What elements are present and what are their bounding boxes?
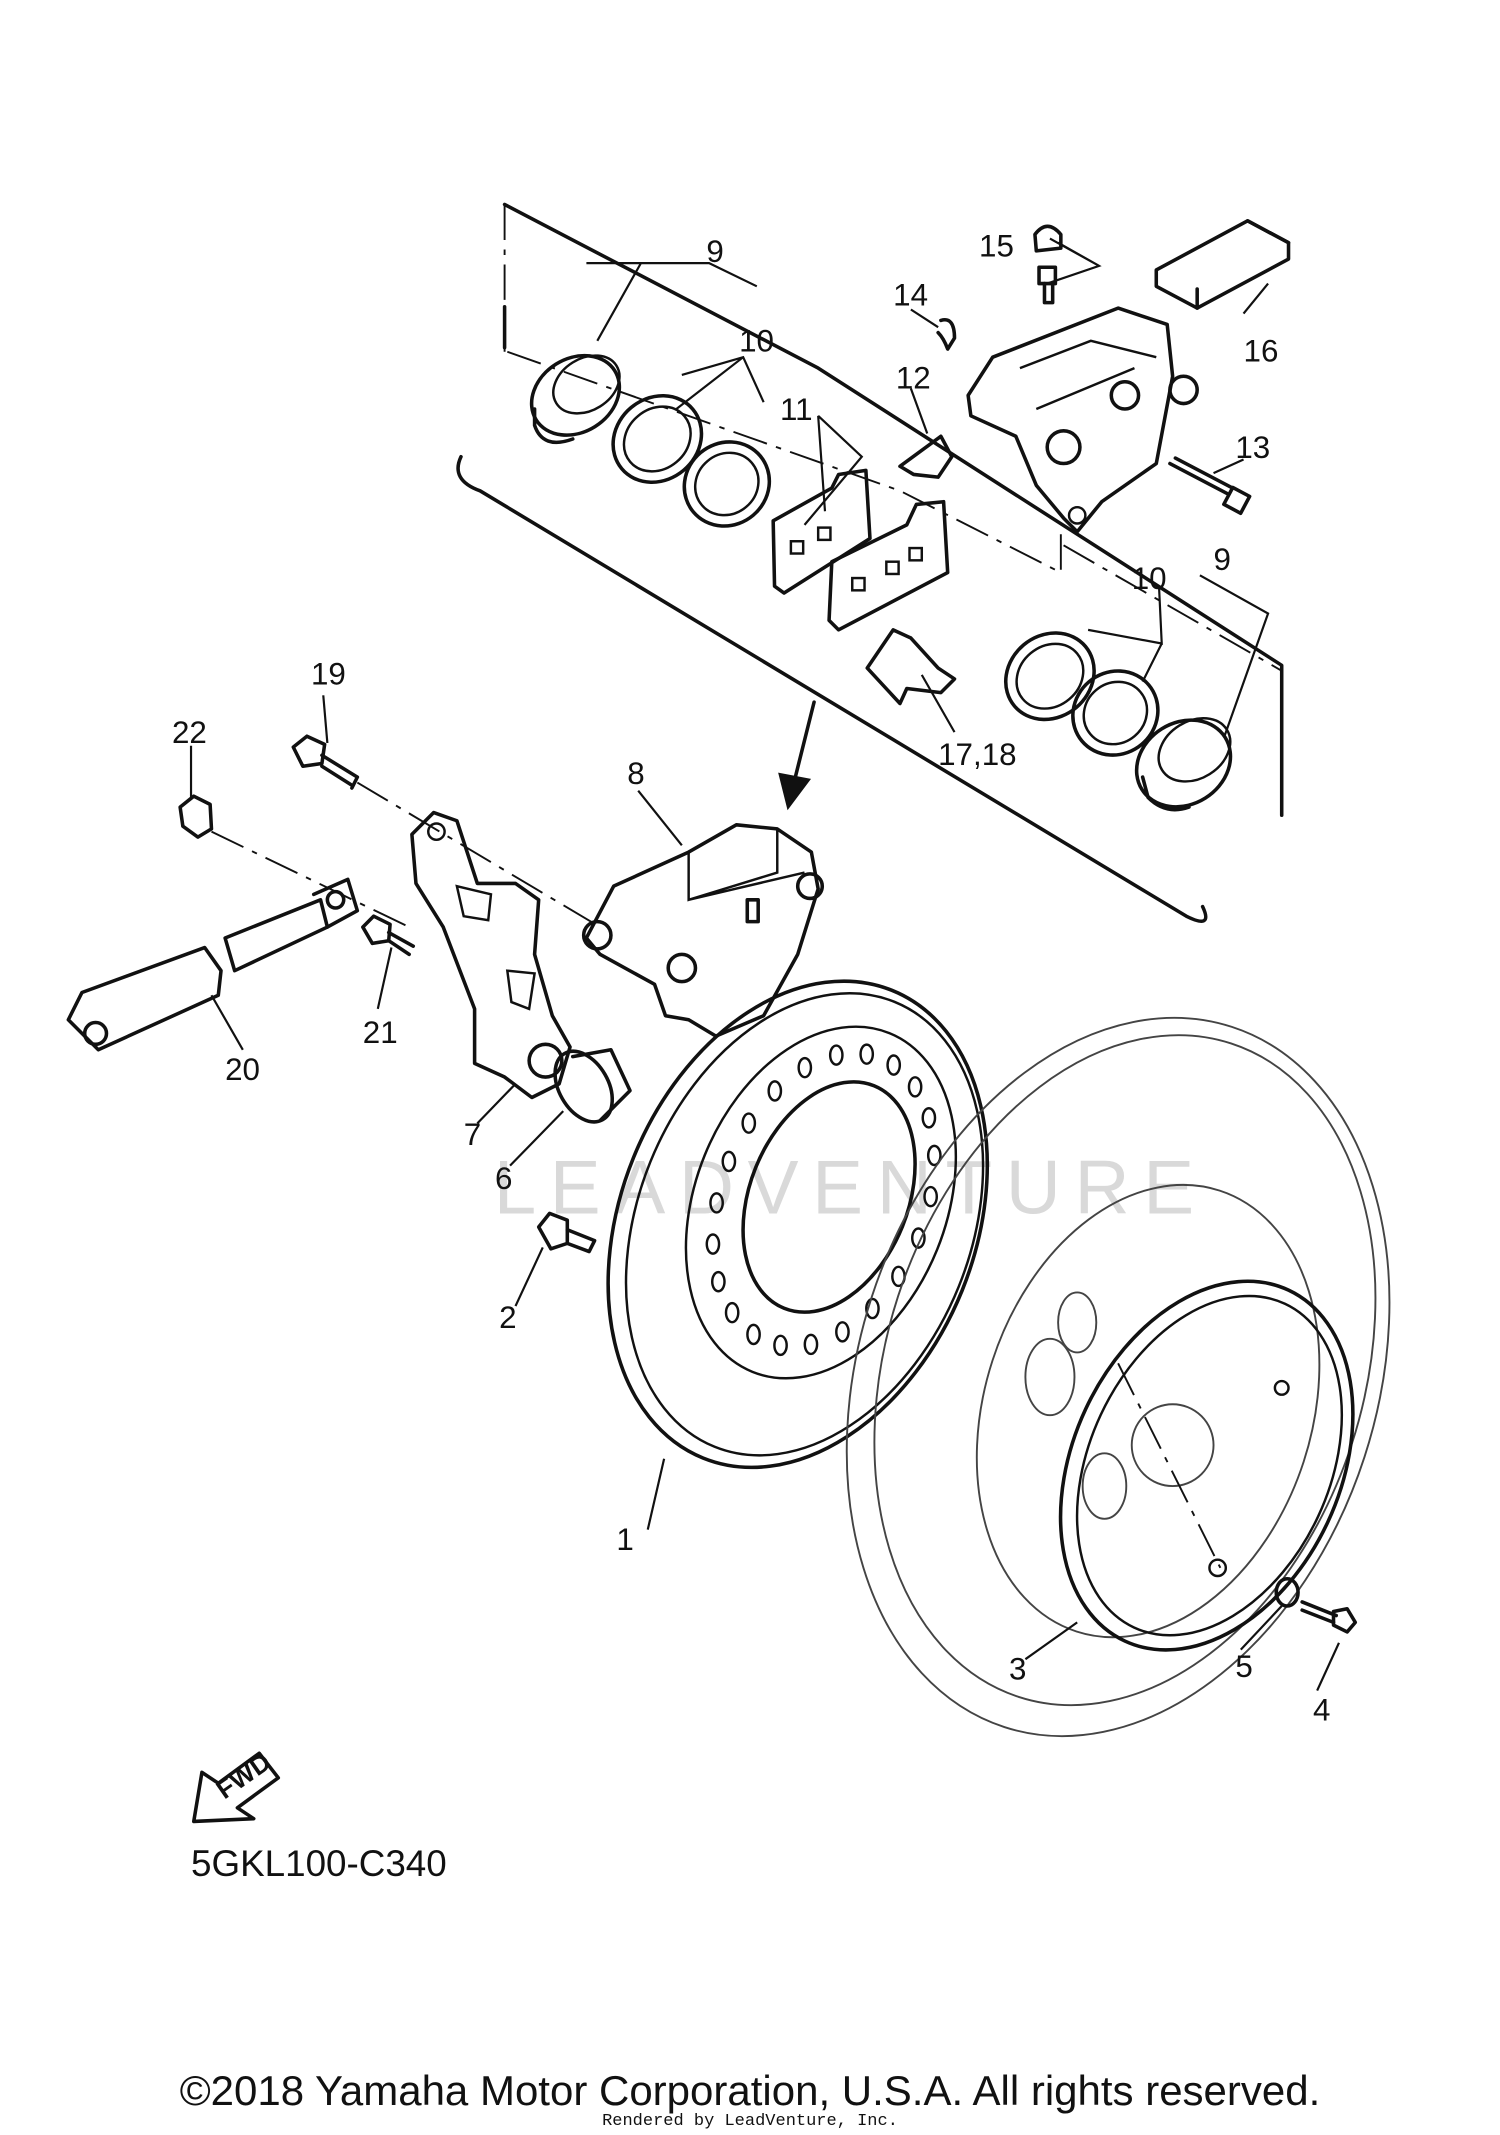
seal-upper-a: [611, 393, 704, 485]
disc-vent-hole: [767, 1080, 783, 1102]
disc-vent-hole: [803, 1333, 819, 1356]
disc-vent-hole: [859, 1043, 875, 1065]
piston-lower: [1134, 717, 1233, 812]
diagram-code: 5GKL100-C340: [191, 1843, 447, 1884]
callout-14: 14: [893, 277, 928, 312]
callout-10-upper: 10: [739, 324, 774, 359]
disc-vent-hole: [865, 1297, 880, 1320]
disc-vent-hole: [705, 1233, 721, 1255]
caliper-cover: [1154, 219, 1291, 310]
seal-upper-b: [682, 440, 772, 528]
ring-screw: [1300, 1600, 1358, 1634]
disc-vent-hole: [886, 1054, 902, 1076]
disc-vent-hole: [746, 1323, 761, 1346]
assembly-arrow: [778, 700, 816, 811]
callout-8: 8: [627, 756, 644, 791]
disc-vent-hole: [724, 1301, 740, 1324]
nut-22: [178, 794, 214, 839]
bracket-bolt-19: [291, 734, 360, 790]
disc-vent-hole: [828, 1044, 844, 1066]
callout-20: 20: [225, 1052, 260, 1087]
callout-2: 2: [499, 1300, 516, 1335]
seal-lower-a: [1003, 631, 1096, 722]
bleed-screw: [1033, 224, 1063, 305]
pad-support-plate: [865, 628, 957, 706]
callout-22: 22: [172, 715, 207, 750]
callout-15: 15: [979, 228, 1014, 263]
disc-vent-hole: [923, 1185, 939, 1208]
collar: [553, 1048, 632, 1124]
callout-13: 13: [1235, 430, 1270, 465]
disc-vent-hole: [907, 1076, 923, 1098]
callout-12: 12: [896, 361, 931, 396]
callout-3: 3: [1009, 1652, 1026, 1687]
caliper-bracket: [410, 810, 572, 1100]
callout-17-18: 17,18: [938, 737, 1016, 772]
forward-arrow-icon: FWD: [191, 1748, 281, 1824]
exploded-view-frame: [456, 202, 1284, 923]
callout-5: 5: [1235, 1649, 1252, 1684]
callout-21: 21: [363, 1015, 398, 1050]
fwd-label: FWD: [212, 1748, 276, 1805]
rendered-by-note: Rendered by LeadVenture, Inc.: [602, 2112, 898, 2131]
callout-4: 4: [1313, 1693, 1330, 1728]
callout-9-lower: 9: [1214, 542, 1231, 577]
disc-vent-hole: [797, 1056, 813, 1079]
callout-7: 7: [464, 1117, 481, 1152]
caliper-bolt: [1168, 456, 1252, 516]
caliper-assembly: [581, 823, 825, 1038]
disc-vent-hole: [721, 1150, 737, 1173]
torque-rod-bolt-21: [361, 914, 416, 957]
washer: [1274, 1576, 1300, 1608]
brake-disc: [606, 979, 990, 1470]
callout-10-lower: 10: [1132, 561, 1167, 596]
callout-11: 11: [780, 392, 813, 427]
disc-vent-hole: [773, 1334, 788, 1357]
callout-6: 6: [495, 1161, 512, 1196]
callout-9-upper: 9: [706, 234, 723, 269]
disc-vent-holes: [705, 1043, 942, 1357]
disc-bolt: [536, 1211, 597, 1254]
callout-labels: 1 2 3 4 5 6 7 8 9 9 10 10 11 12 13 14 15…: [172, 228, 1331, 1727]
disc-vent-hole: [911, 1227, 926, 1249]
copyright-notice: ©2018 Yamaha Motor Corporation, U.S.A. A…: [179, 2067, 1321, 2114]
disc-vent-hole: [921, 1107, 937, 1129]
piston-upper: [529, 353, 622, 445]
disc-vent-hole: [926, 1144, 942, 1167]
callout-19: 19: [311, 656, 346, 691]
leader-lines: [189, 237, 1340, 1692]
callout-1: 1: [616, 1522, 633, 1557]
seal-lower-b: [1071, 669, 1160, 757]
wheel: [845, 1016, 1391, 1738]
watermark-text: LEADVENTURE: [494, 1145, 1208, 1230]
disc-vent-hole: [711, 1270, 726, 1293]
caliper-body-exploded: [966, 306, 1199, 534]
disc-vent-hole: [835, 1321, 850, 1343]
callout-16: 16: [1244, 333, 1279, 368]
brake-pad-b: [827, 499, 950, 632]
pad-spring-clip: [898, 434, 954, 479]
brake-pad-a: [771, 468, 872, 595]
disc-vent-hole: [741, 1112, 757, 1134]
disc-vent-hole: [709, 1192, 724, 1214]
retaining-pin-clip: [936, 318, 957, 351]
damper-ring: [1058, 1279, 1355, 1652]
torque-rod: [66, 877, 360, 1052]
